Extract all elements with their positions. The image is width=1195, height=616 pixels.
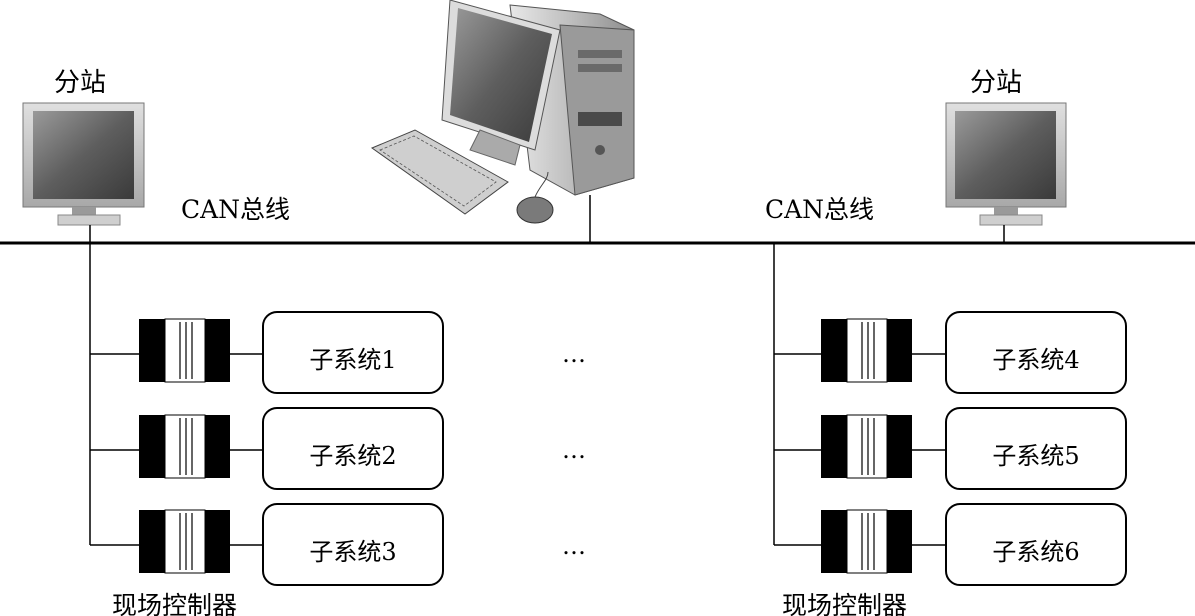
- subsystem-label: 子系统1: [309, 346, 397, 374]
- left-station-monitor-icon: [22, 102, 145, 226]
- subsystem-box: [262, 311, 444, 394]
- subsystem-label: 子系统3: [309, 538, 397, 566]
- right-controller-label: 现场控制器: [782, 591, 908, 616]
- subsystem-label: 子系统2: [309, 442, 397, 470]
- subsystem-box: [262, 503, 444, 586]
- subsystem-label: 子系统6: [992, 538, 1080, 566]
- left-station-label: 分站: [54, 68, 107, 98]
- subsystem-box: [262, 407, 444, 490]
- subsystem-box: [945, 503, 1127, 586]
- left-controller-label: 现场控制器: [112, 591, 238, 616]
- field-controller-icon: [139, 414, 230, 479]
- subsystem-box: [945, 407, 1127, 490]
- right-station-monitor-icon: [945, 102, 1067, 226]
- left-row-2: [90, 407, 444, 490]
- left-bus-label: CAN总线: [181, 195, 291, 224]
- field-controller-icon: [821, 414, 912, 479]
- field-controller-icon: [821, 509, 912, 574]
- subsystem-label: 子系统4: [992, 346, 1080, 374]
- host-computer-icon: [370, 0, 635, 224]
- ellipsis-row-2: …: [562, 436, 587, 464]
- right-row-1: [774, 311, 1127, 394]
- right-station-label: 分站: [970, 68, 1023, 98]
- field-controller-icon: [139, 509, 230, 574]
- left-row-3: [90, 503, 444, 586]
- right-row-3: [774, 503, 1127, 586]
- subsystem-label: 子系统5: [992, 442, 1080, 470]
- right-row-2: [774, 407, 1127, 490]
- subsystem-box: [945, 311, 1127, 394]
- ellipsis-row-3: …: [562, 532, 587, 560]
- left-row-1: [90, 311, 444, 394]
- right-bus-label: CAN总线: [765, 195, 875, 224]
- field-controller-icon: [139, 318, 230, 383]
- field-controller-icon: [821, 318, 912, 383]
- ellipsis-row-1: …: [562, 340, 587, 368]
